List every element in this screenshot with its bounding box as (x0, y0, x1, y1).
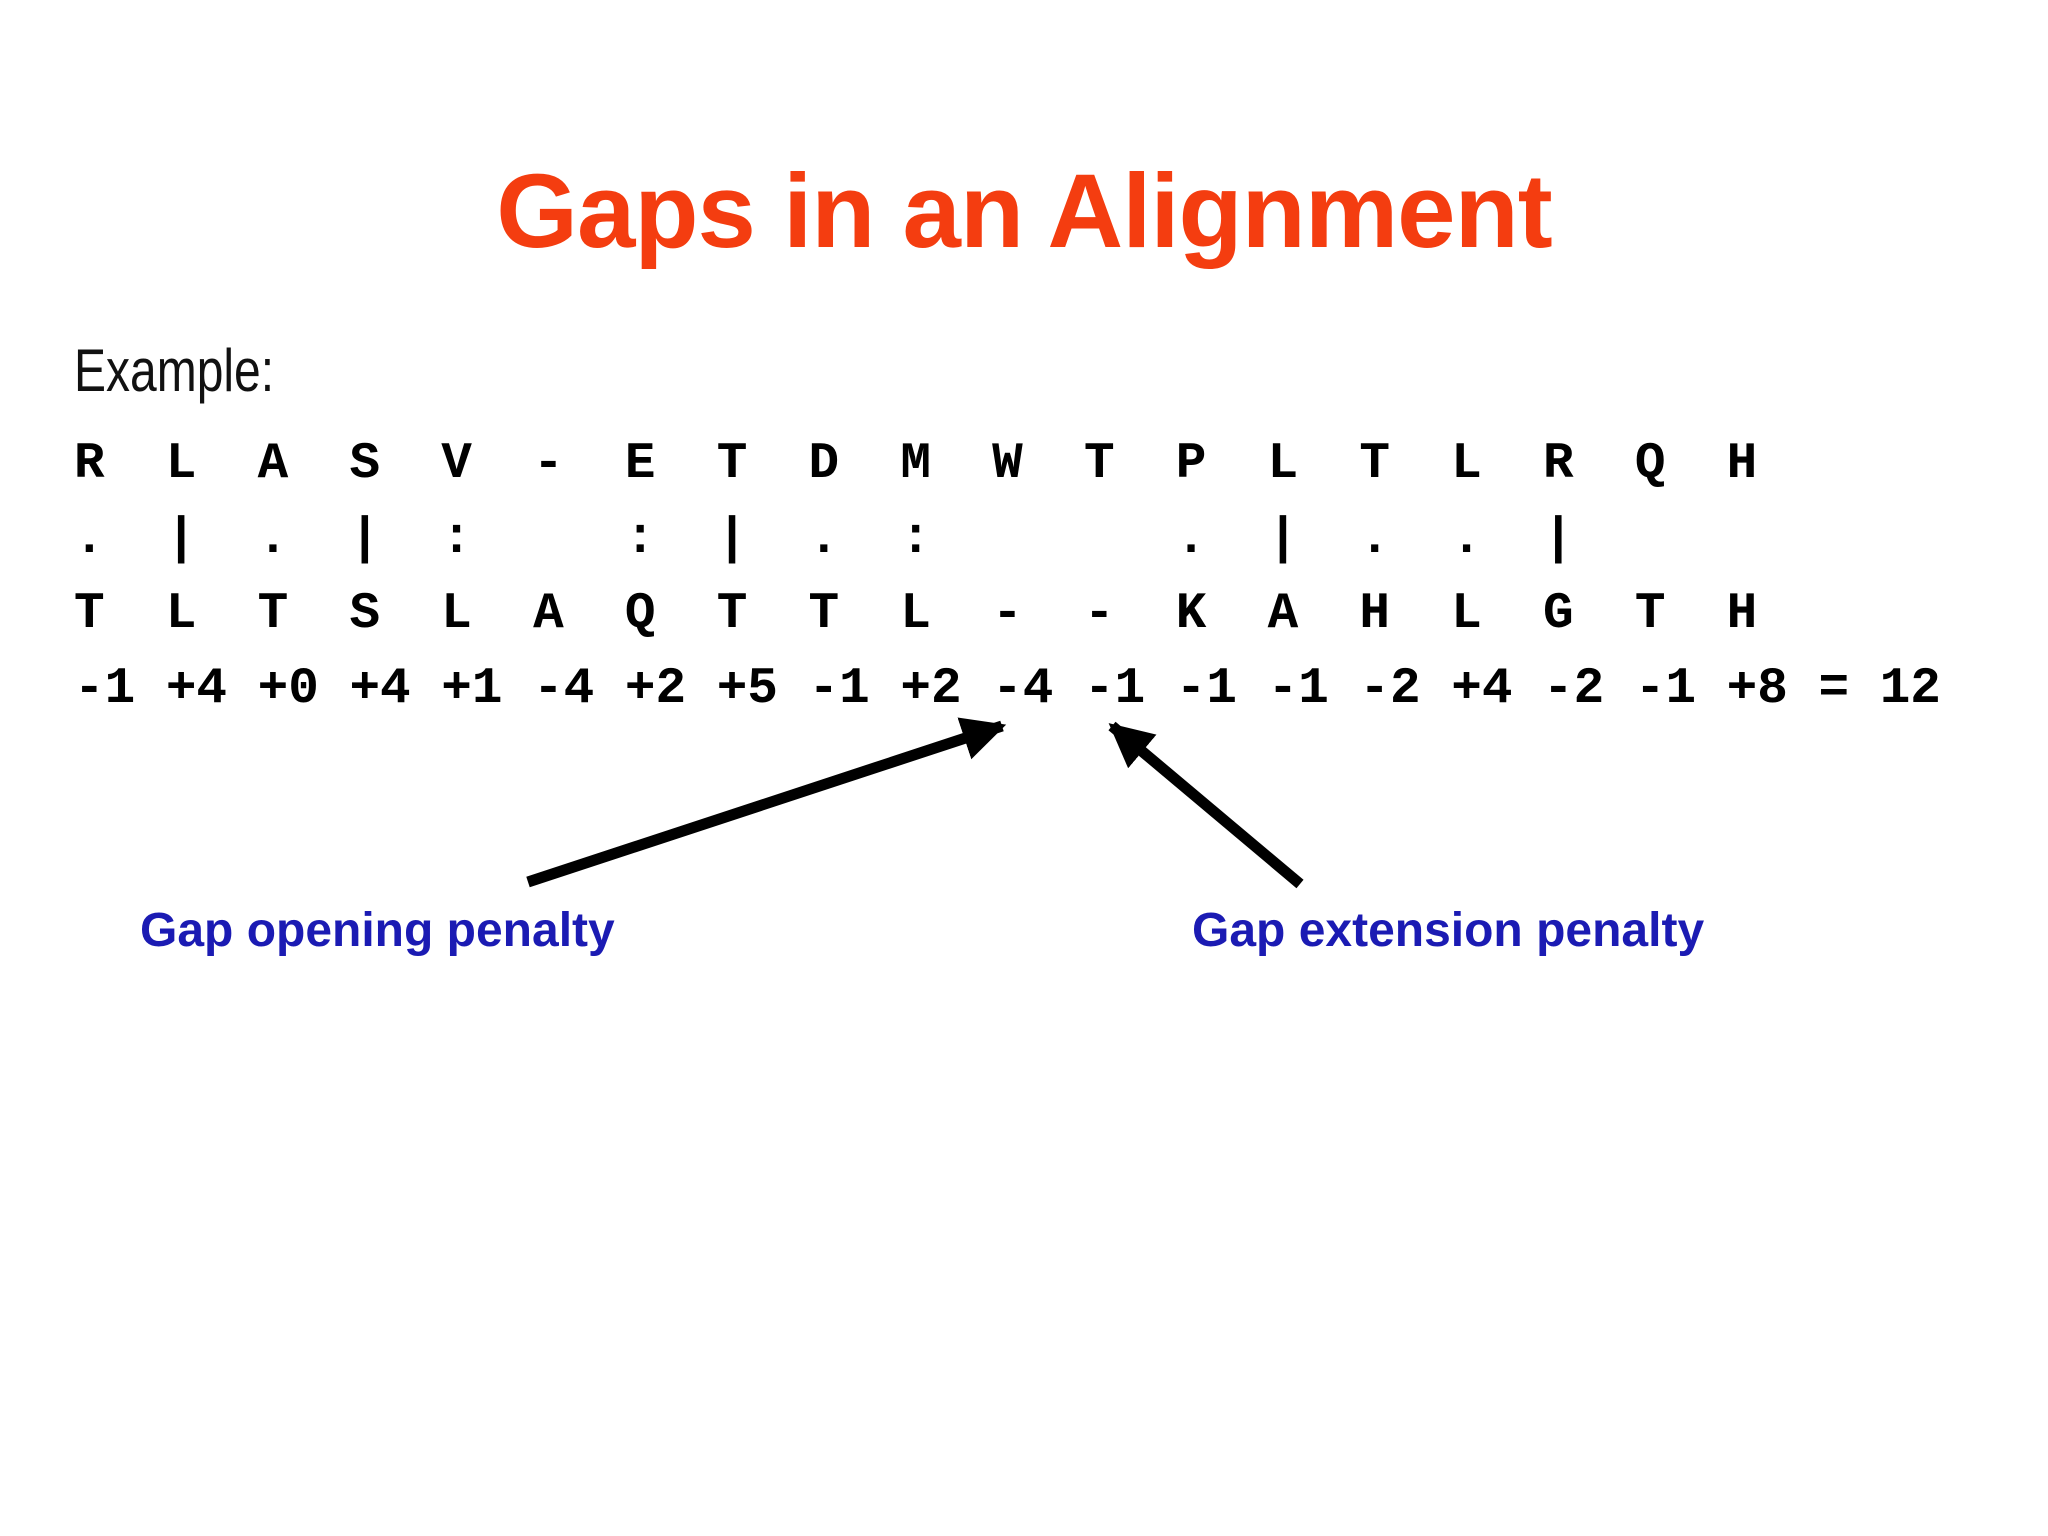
seq1-row: R L A S V - E T D M W T P L T L R Q H (74, 436, 1758, 493)
seq2-row: T L T S L A Q T T L - - K A H L G T H (74, 586, 1758, 643)
page-title: Gaps in an Alignment (496, 153, 1552, 271)
gap-extension-arrow (1108, 721, 1304, 889)
gap-opening-penalty-label: Gap opening penalty (140, 904, 615, 957)
alignment-block: R L A S V - E T D M W T P L T L R Q H . |… (74, 427, 1941, 727)
gap-extension-penalty-label: Gap extension penalty (1192, 904, 1705, 957)
match-row: . | . | : : | . : . | . . | (74, 511, 1758, 568)
gap-opening-arrow (526, 717, 1007, 888)
example-label: Example: (74, 337, 275, 404)
score-row: -1 +4 +0 +4 +1 -4 +2 +5 -1 +2 -4 -1 -1 -… (74, 661, 1941, 718)
